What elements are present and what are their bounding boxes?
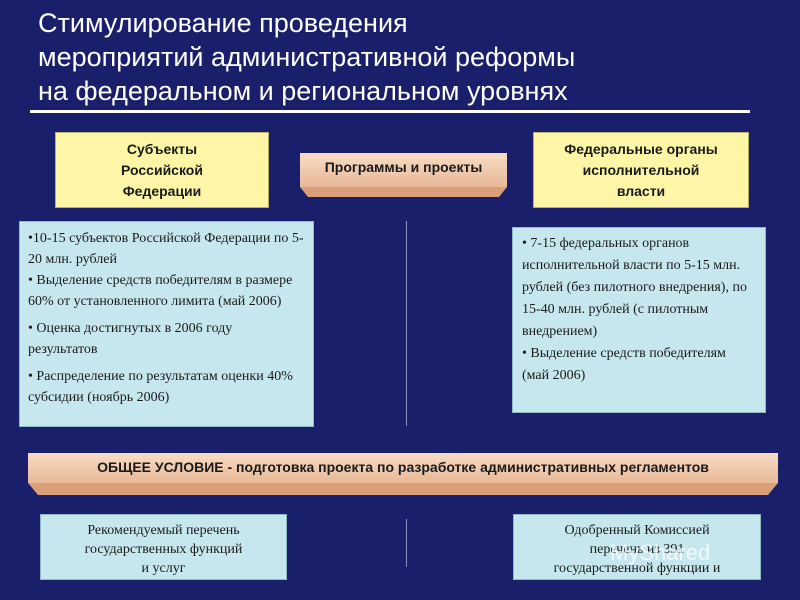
federal-list-item: • 7-15 федеральных органов исполнительно… xyxy=(522,236,747,339)
general-condition-banner: ОБЩЕЕ УСЛОВИЕ - подготовка проекта по ра… xyxy=(28,453,778,483)
federal-header-box: Федеральные органы исполнительной власти xyxy=(533,132,749,208)
general-condition-rest: - подготовка проекта по разработке админ… xyxy=(223,459,709,475)
title-line-1: Стимулирование проведения xyxy=(38,8,408,38)
title-line-3: на федеральном и региональном уровнях xyxy=(38,76,568,106)
recommended-list-box: Рекомендуемый перечень государственных ф… xyxy=(40,514,287,580)
regions-list-item: •10-15 субъектов Российской Федерации по… xyxy=(28,231,304,267)
federal-header-line-1: Федеральные органы xyxy=(564,140,718,157)
regions-header-line-2: Российской xyxy=(121,161,203,178)
approved-line-1: Одобренный Комиссией xyxy=(564,523,710,538)
watermark: MyShared xyxy=(610,540,711,565)
programs-banner-label: Программы и проекты xyxy=(324,159,483,175)
approved-line-3: государственной функции и xyxy=(553,561,721,576)
title-line-2: мероприятий административной реформы xyxy=(38,42,576,72)
federal-header-line-2: исполнительной xyxy=(582,161,700,178)
programs-banner-tail xyxy=(300,187,507,197)
programs-banner: Программы и проекты xyxy=(300,153,507,187)
regions-list-item: • Распределение по результатам оценки 40… xyxy=(28,369,293,405)
regions-header-box: Субъекты Российской Федерации xyxy=(55,132,269,208)
page-title: Стимулирование проведения мероприятий ад… xyxy=(38,6,778,108)
federal-list-item: • Выделение средств победителям (май 200… xyxy=(522,346,726,383)
regions-list-item: • Выделение средств победителям в размер… xyxy=(28,273,293,309)
regions-list-box: •10-15 субъектов Российской Федерации по… xyxy=(19,221,314,427)
general-condition-tail xyxy=(28,483,778,495)
center-divider-top xyxy=(406,221,407,426)
recommended-line-3: и услуг xyxy=(141,561,186,576)
federal-header-line-3: власти xyxy=(616,182,666,199)
regions-list-item: • Оценка достигнутых в 2006 году результ… xyxy=(28,321,233,357)
general-condition-text: ОБЩЕЕ УСЛОВИЕ - подготовка проекта по ра… xyxy=(97,459,709,475)
recommended-line-2: государственных функций xyxy=(84,542,243,557)
recommended-line-1: Рекомендуемый перечень xyxy=(87,523,240,538)
federal-list-box: • 7-15 федеральных органов исполнительно… xyxy=(512,227,766,413)
approved-list-box: Одобренный Комиссией перечень из 391 гос… xyxy=(513,514,761,580)
regions-header-line-1: Субъекты xyxy=(126,140,198,157)
title-underline xyxy=(30,110,750,113)
regions-header-line-3: Федерации xyxy=(122,182,202,199)
general-condition-bold: ОБЩЕЕ УСЛОВИЕ xyxy=(97,459,224,475)
approved-line-2: перечень из 391 xyxy=(589,542,685,557)
center-divider-bottom xyxy=(406,519,407,567)
